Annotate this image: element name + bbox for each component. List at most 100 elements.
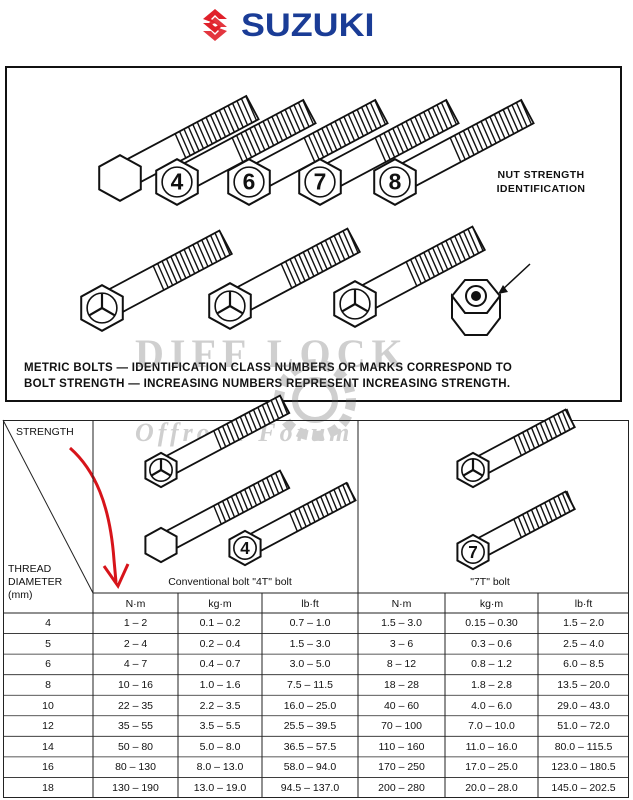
torque-value-cell: 123.0 – 180.5 [551, 761, 616, 774]
bolt-class-4-icon: 4 [155, 98, 317, 206]
torque-value-cell: 35 – 55 [117, 720, 154, 733]
bolt-mark-7: 7 [314, 169, 327, 195]
torque-value-cell: 25.5 – 39.5 [283, 720, 337, 733]
torque-value-cell: 20.0 – 28.0 [465, 781, 518, 794]
suzuki-s-mark-icon [203, 9, 227, 41]
torque-value-cell: 0.15 – 0.30 [465, 617, 518, 630]
torque-value-cell: 170 – 250 [378, 761, 425, 774]
torque-value-cell: 50 – 80 [117, 740, 154, 753]
torque-value-cell: 58.0 – 94.0 [283, 761, 337, 774]
torque-value-cell: 29.0 – 43.0 [557, 699, 610, 712]
thread-label-line-2: DIAMETER [8, 576, 63, 588]
bolt-class-7-icon: 7 [456, 490, 576, 571]
torque-value-cell: 0.4 – 0.7 [199, 658, 241, 671]
thread-diameter-cell: 12 [42, 720, 54, 733]
torque-value-cell: 22 – 35 [117, 699, 154, 712]
torque-value-cell: 5.0 – 8.0 [199, 740, 241, 753]
torque-value-cell: 40 – 60 [383, 699, 420, 712]
torque-value-cell: 70 – 100 [381, 720, 422, 733]
torque-value-cell: 200 – 280 [378, 781, 425, 794]
thread-diameter-cell: 6 [45, 658, 51, 671]
column-header: N·m [391, 598, 412, 610]
thread-diameter-cell: 5 [45, 637, 51, 650]
torque-value-cell: 13.5 – 20.0 [557, 678, 610, 691]
nut-icon [450, 279, 502, 336]
thread-diameter-label: THREAD DIAMETER (mm) [8, 563, 62, 602]
thread-label-line-1: THREAD [8, 563, 52, 575]
bolt-mark-icon [333, 225, 487, 328]
bolt-mark-icon [80, 229, 234, 332]
bolt-class-4-icon: 4 [228, 481, 357, 567]
torque-value-cell: 0.8 – 1.2 [471, 658, 512, 671]
thread-diameter-cell: 18 [42, 781, 54, 794]
torque-value-cell: 7.5 – 11.5 [287, 678, 333, 691]
bolt-mark-icon [456, 408, 576, 489]
torque-value-cell: 145.0 – 202.5 [551, 781, 616, 794]
watermark: DIFF LOCK Offroad Forum [115, 330, 515, 460]
bolt-mark-icon [144, 394, 291, 489]
column-header: lb·ft [301, 598, 319, 610]
bolt-mark-4: 4 [171, 169, 184, 195]
torque-value-cell: 0.2 – 0.4 [199, 637, 241, 650]
torque-table [3, 420, 629, 798]
bolt-mark-8: 8 [389, 169, 402, 195]
torque-value-cell: 0.1 – 0.2 [199, 617, 241, 630]
torque-value-cell: 1.0 – 1.6 [199, 678, 241, 691]
torque-value-cell: 2 – 4 [123, 637, 148, 650]
group-4t-label: Conventional bolt "4T" bolt [168, 576, 292, 588]
torque-value-cell: 2.2 – 3.5 [199, 699, 241, 712]
torque-value-cell: 1.5 – 2.0 [563, 617, 604, 630]
torque-value-cell: 1 – 2 [123, 617, 148, 630]
caption-line-1: METRIC BOLTS — IDENTIFICATION CLASS NUMB… [24, 362, 513, 374]
torque-value-cell: 1.5 – 3.0 [381, 617, 422, 630]
torque-value-cell: 17.0 – 25.0 [465, 761, 518, 774]
column-header: kg·m [208, 598, 232, 610]
strength-label: STRENGTH [16, 426, 74, 438]
torque-value-cell: 3 – 6 [389, 637, 414, 650]
column-header: N·m [125, 598, 146, 610]
torque-value-cell: 51.0 – 72.0 [557, 720, 610, 733]
bolt-mark-4: 4 [240, 539, 250, 558]
column-header: kg·m [479, 598, 504, 610]
bolt-mark-7: 7 [468, 543, 478, 562]
torque-value-cell: 80 – 130 [115, 761, 156, 774]
torque-value-cell: 110 – 160 [378, 740, 425, 753]
torque-value-cell: 80.0 – 115.5 [554, 740, 613, 753]
thread-diameter-cell: 14 [42, 740, 54, 753]
brand-name: SUZUKI [241, 6, 375, 43]
caption-line-2: BOLT STRENGTH — INCREASING NUMBERS REPRE… [24, 378, 511, 390]
torque-value-cell: 10 – 16 [117, 678, 154, 691]
bolt-mark-6: 6 [243, 169, 256, 195]
torque-value-cell: 36.5 – 57.5 [283, 740, 337, 753]
nut-strength-label: NUT STRENGTH IDENTIFICATION [486, 168, 596, 196]
group-7t-label: "7T" bolt [470, 576, 510, 588]
torque-value-cell: 13.0 – 19.0 [193, 781, 247, 794]
suzuki-logo: SUZUKI [197, 4, 374, 46]
torque-value-cell: 0.7 – 1.0 [289, 617, 331, 630]
nut-label-line-2: IDENTIFICATION [496, 183, 586, 195]
torque-value-cell: 1.5 – 3.0 [289, 637, 331, 650]
torque-value-cell: 8 – 12 [386, 658, 417, 671]
bolt-plain-icon [144, 469, 291, 564]
bolt-caption: METRIC BOLTS — IDENTIFICATION CLASS NUMB… [24, 360, 584, 392]
torque-value-cell: 94.5 – 137.0 [280, 781, 340, 794]
torque-value-cell: 3.0 – 5.0 [289, 658, 331, 671]
torque-value-cell: 130 – 190 [112, 781, 159, 794]
torque-value-cell: 6.0 – 8.5 [563, 658, 604, 671]
bolt-identification-panel [5, 66, 622, 402]
bolt-class-7-icon: 7 [298, 98, 460, 206]
torque-value-cell: 2.5 – 4.0 [563, 637, 604, 650]
torque-value-cell: 18 – 28 [383, 678, 420, 691]
bolt-class-8-icon: 8 [373, 98, 535, 206]
torque-value-cell: 16.0 – 25.0 [283, 699, 337, 712]
watermark-title: DIFF LOCK [135, 331, 409, 376]
thread-diameter-cell: 16 [42, 761, 54, 774]
bolt-class-6-icon: 6 [227, 98, 389, 206]
red-arrow-icon [69, 446, 130, 590]
torque-value-cell: 0.3 – 0.6 [471, 637, 512, 650]
nut-label-line-1: NUT STRENGTH [497, 169, 585, 181]
bolt-mark-icon [208, 227, 362, 330]
